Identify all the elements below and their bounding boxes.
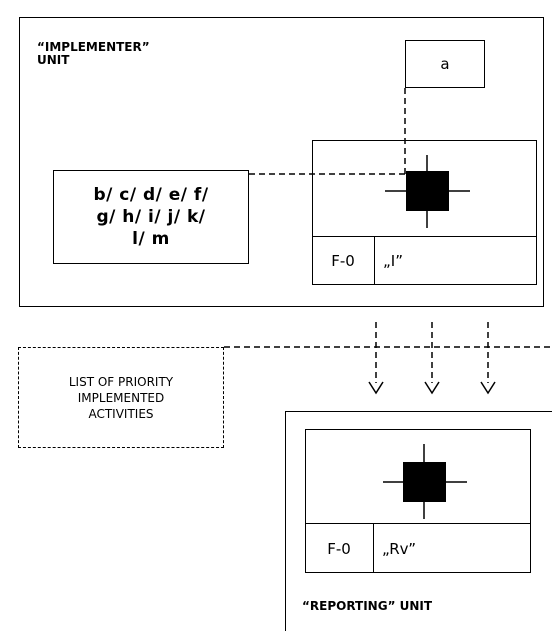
- reporting-form-cell-divider: [373, 523, 374, 573]
- implementer-stamp-icon: [385, 155, 470, 228]
- implementer-form: [312, 140, 537, 285]
- activities-line-1: b/ c/ d/ e/ f/: [93, 185, 209, 205]
- reporting-unit-title: “REPORTING” UNIT: [302, 599, 433, 613]
- implementer-unit-frame: [19, 17, 544, 307]
- activities-line-2: g/ h/ i/ j/ k/: [96, 207, 206, 227]
- priority-list-line-3: ACTIVITIES: [88, 406, 154, 421]
- implementer-form-cell-divider: [374, 236, 375, 285]
- priority-list-line-2: IMPLEMENTED: [77, 390, 165, 405]
- box-a-label: a: [440, 55, 450, 73]
- implementer-unit-title: “IMPLEMENTER” UNIT: [37, 41, 150, 67]
- implementer-unit-title-line1: “IMPLEMENTER”: [37, 40, 150, 54]
- implementer-form-code: F-0: [331, 252, 355, 270]
- arrow-3-head: [480, 381, 496, 395]
- implementer-form-type: „I”: [383, 252, 403, 270]
- activities-box: b/ c/ d/ e/ f/ g/ h/ i/ j/ k/ l/ m: [53, 170, 249, 264]
- reporting-stamp-icon: [383, 444, 467, 519]
- reporting-form-code: F-0: [327, 539, 351, 558]
- reporting-form: [305, 429, 531, 573]
- implementer-unit-title-line2: UNIT: [37, 53, 70, 67]
- priority-list-box: LIST OF PRIORITY IMPLEMENTED ACTIVITIES: [18, 347, 224, 448]
- box-a: a: [405, 40, 485, 88]
- arrow-1-head: [368, 381, 384, 395]
- reporting-form-divider: [305, 523, 531, 524]
- reporting-unit-frame: [285, 411, 552, 631]
- arrow-2-head: [424, 381, 440, 395]
- reporting-form-type: „Rv”: [382, 539, 417, 558]
- activities-line-3: l/ m: [132, 229, 170, 249]
- implementer-form-divider: [312, 236, 537, 237]
- priority-list-line-1: LIST OF PRIORITY: [68, 374, 174, 389]
